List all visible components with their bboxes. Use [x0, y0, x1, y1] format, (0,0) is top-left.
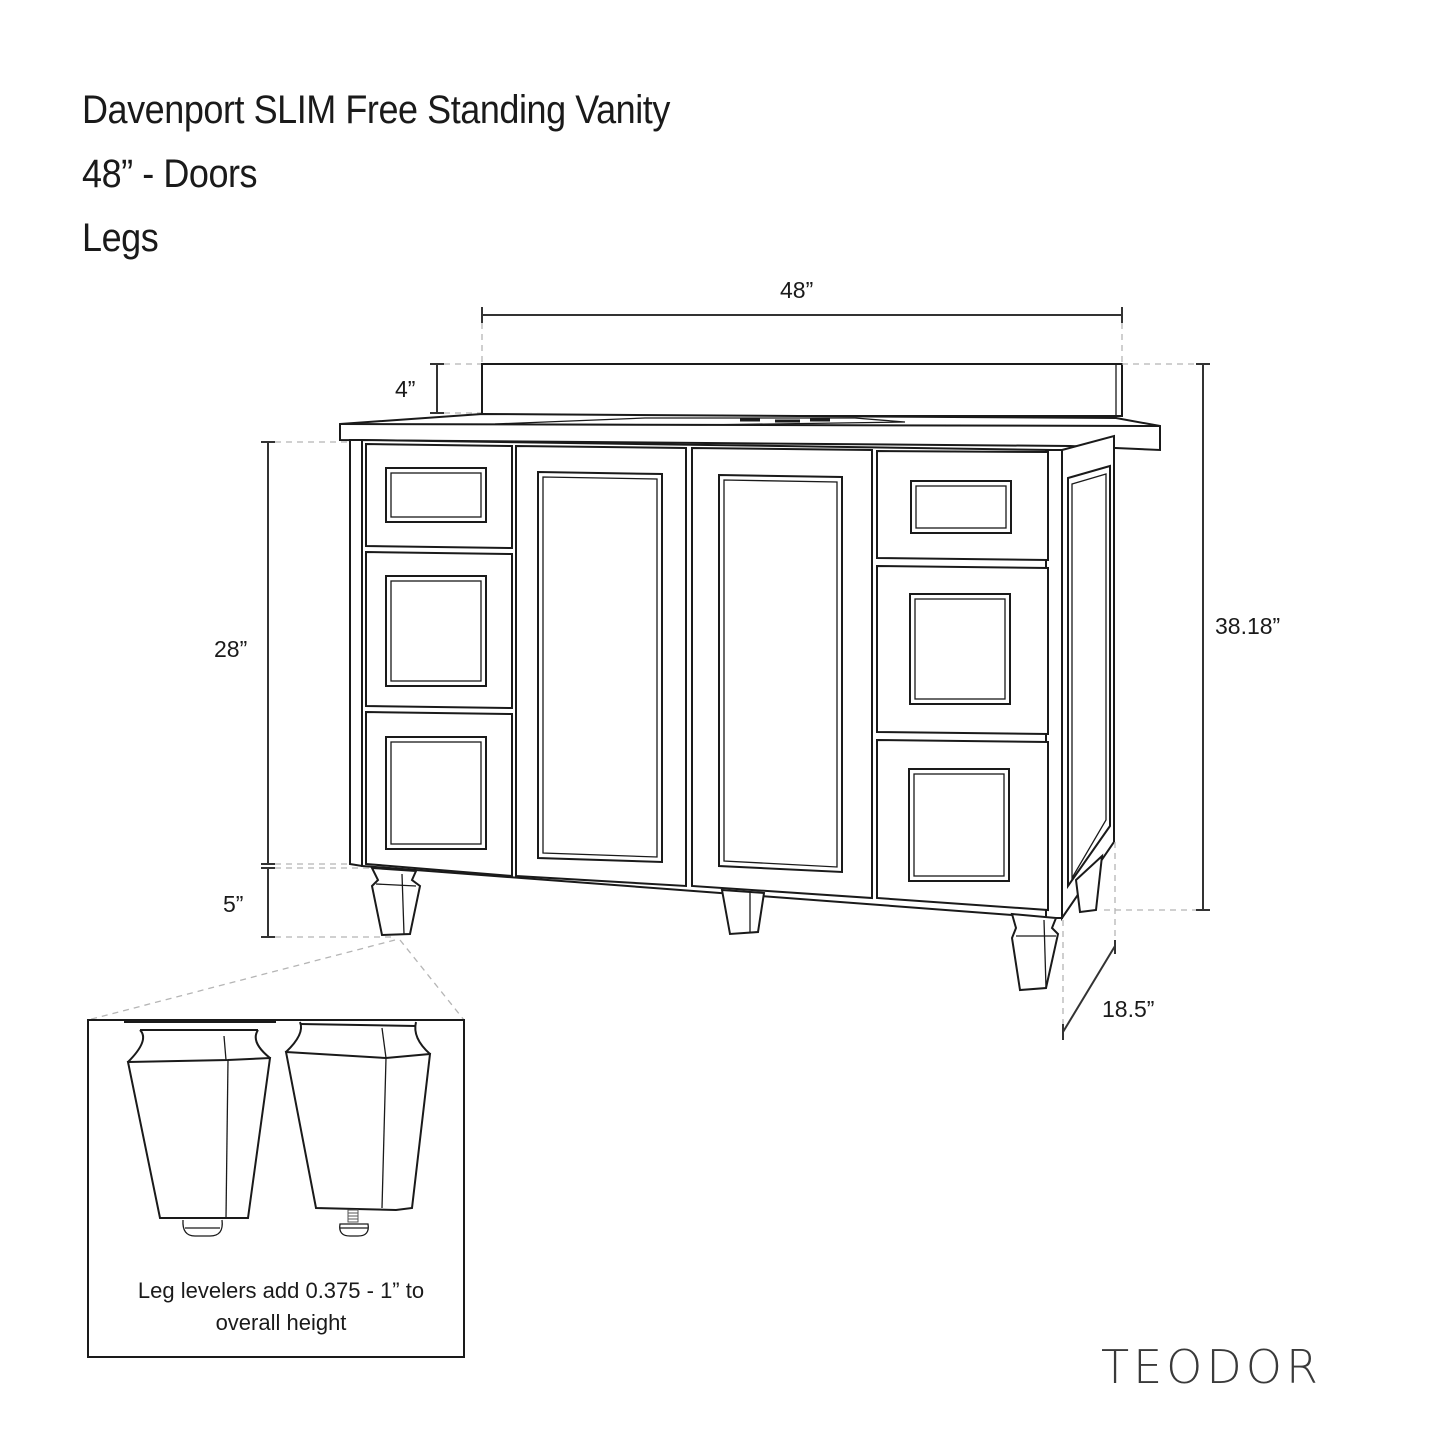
product-variant: Legs — [82, 216, 159, 260]
countertop — [339, 412, 1161, 452]
center-doors — [515, 444, 873, 900]
depth-dimension: 18.5” — [1062, 842, 1154, 1040]
leg-back-right — [1074, 853, 1104, 914]
drawer-left-middle[interactable] — [365, 550, 513, 710]
width-dimension: 48” — [481, 277, 1123, 362]
depth-label: 18.5” — [1102, 996, 1154, 1022]
backsplash — [481, 363, 1123, 418]
title-block: Davenport SLIM Free Standing Vanity 48” … — [82, 78, 735, 270]
leg-leveler-detail-box: Leg levelers add 0.375 - 1” to overall h… — [87, 1019, 465, 1358]
cabinet-height-label: 28” — [214, 636, 247, 662]
drawer-left-top[interactable] — [365, 442, 513, 550]
drawer-right-middle[interactable] — [876, 564, 1049, 736]
leg-front-right — [1010, 912, 1060, 992]
leg-height-dimension: 5” — [223, 867, 395, 938]
leg-front-left — [370, 866, 422, 937]
door-right[interactable] — [691, 446, 873, 900]
detail-callout-lines — [87, 939, 465, 1021]
leveler-note-line2: overall height — [216, 1310, 347, 1335]
drawer-left-bottom[interactable] — [365, 710, 513, 878]
legs — [370, 853, 1104, 992]
backsplash-label: 4” — [395, 376, 415, 402]
leg-front-middle — [720, 888, 766, 936]
overall-height-dimension: 38.18” — [1104, 363, 1280, 911]
width-label: 48” — [780, 277, 813, 303]
backsplash-dimension: 4” — [395, 363, 482, 414]
drawer-right-top[interactable] — [876, 449, 1049, 562]
leveler-note-line1: Leg levelers add 0.375 - 1” to — [138, 1278, 424, 1303]
cabinet-height-dimension: 28” — [214, 441, 350, 865]
overall-height-label: 38.18” — [1215, 613, 1280, 639]
product-size: 48” - Doors — [82, 152, 258, 196]
brand-logo: TEODOR — [1101, 1340, 1322, 1394]
leg-leveler-extended — [284, 1021, 432, 1237]
cabinet-side-panel — [1061, 434, 1115, 922]
leg-leveler-retracted — [124, 1021, 276, 1237]
door-left[interactable] — [515, 444, 687, 888]
left-drawer-column — [365, 442, 513, 878]
product-title: Davenport SLIM Free Standing Vanity — [82, 88, 670, 132]
drawer-right-bottom[interactable] — [876, 738, 1049, 912]
right-drawer-column — [876, 449, 1049, 912]
leg-height-label: 5” — [223, 891, 243, 917]
